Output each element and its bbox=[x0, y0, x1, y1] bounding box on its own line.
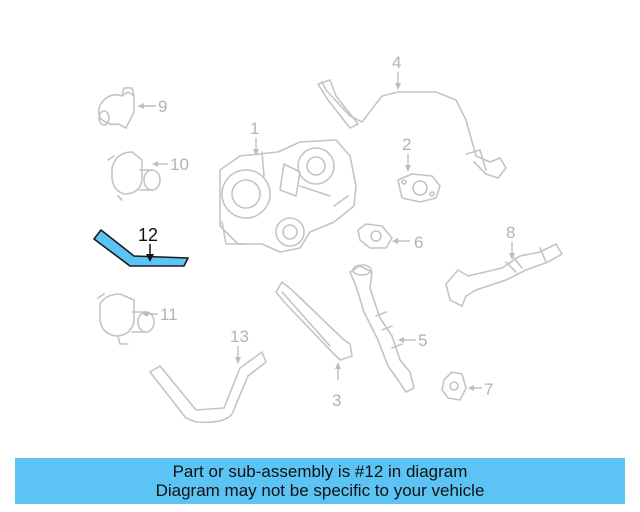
part-13-hose bbox=[149, 351, 267, 424]
part-5-callout: 5 bbox=[418, 331, 427, 350]
part-8-line bbox=[445, 243, 563, 307]
part-2-callout: 2 bbox=[402, 135, 411, 154]
part-12-callout: 12 bbox=[138, 225, 158, 245]
part-1-callout: 1 bbox=[250, 119, 259, 138]
part-13-callout: 13 bbox=[230, 327, 249, 346]
part-6-gasket bbox=[357, 223, 393, 249]
part-9-valve bbox=[97, 87, 135, 129]
part-11-callout: 11 bbox=[160, 305, 178, 324]
part-7-callout: 7 bbox=[484, 380, 493, 399]
part-10-valve bbox=[107, 151, 161, 201]
part-6-callout: 6 bbox=[414, 233, 423, 252]
part-12-hose bbox=[93, 229, 189, 267]
caption-line-disclaimer: Diagram may not be specific to your vehi… bbox=[155, 481, 485, 500]
part-8-callout: 8 bbox=[506, 223, 515, 242]
part-2-gasket bbox=[397, 173, 441, 203]
part-3-callout: 3 bbox=[332, 391, 341, 410]
caption-banner: Part or sub-assembly is #12 in diagram D… bbox=[15, 458, 625, 504]
part-11-valve bbox=[97, 293, 155, 345]
part-9-callout: 9 bbox=[158, 97, 167, 116]
part-7-gasket bbox=[441, 371, 467, 401]
part-1-turbocharger bbox=[219, 139, 357, 253]
caption-line-part: Part or sub-assembly is #12 in diagram bbox=[172, 462, 468, 481]
part-4-callout: 4 bbox=[392, 53, 401, 72]
part-5-return-line bbox=[349, 264, 415, 393]
part-10-callout: 10 bbox=[170, 155, 189, 174]
part-4-oil-line bbox=[317, 79, 507, 179]
part-3-bracket bbox=[275, 281, 353, 361]
parts-diagram: 9 10 12 11 13 1 bbox=[93, 53, 563, 424]
